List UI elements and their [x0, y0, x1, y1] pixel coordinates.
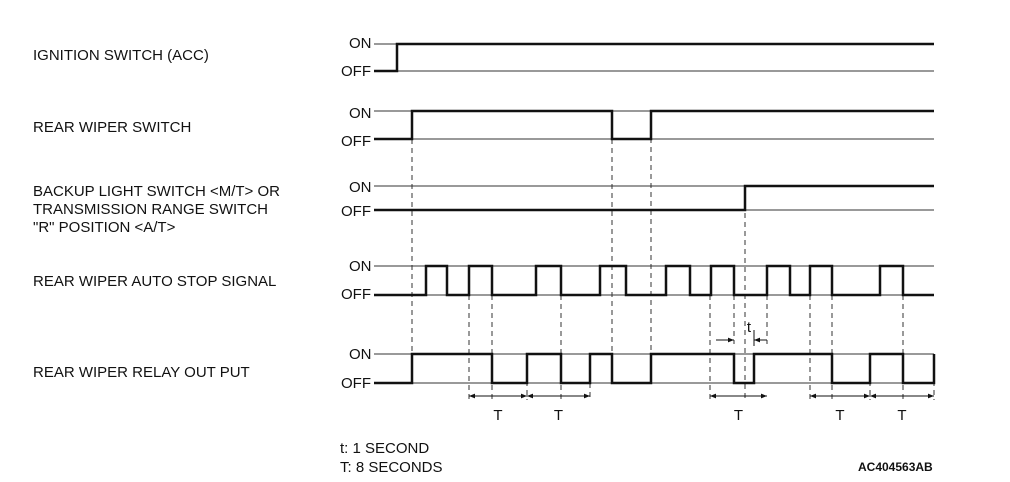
interval-label-T: T: [554, 407, 563, 424]
on-level-label: ON: [349, 179, 372, 196]
interval-label-T: T: [734, 407, 743, 424]
off-level-label: OFF: [341, 286, 371, 303]
on-level-label: ON: [349, 105, 372, 122]
signal-label-rear-wiper-switch: REAR WIPER SWITCH: [33, 119, 192, 136]
signal-waveform-0: [374, 42, 934, 73]
interval-label-t: t: [747, 319, 752, 336]
signal-label-backup-light-switch: BACKUP LIGHT SWITCH <M/T> OR TRANSMISSIO…: [33, 183, 280, 236]
figure-id: AC404563AB: [858, 460, 933, 474]
note-T-definition: T: 8 SECONDS: [340, 459, 443, 476]
interval-label-T: T: [835, 407, 844, 424]
note-t-definition: t: 1 SECOND: [340, 440, 430, 457]
off-level-label: OFF: [341, 375, 371, 392]
signal-label-relay-output: REAR WIPER RELAY OUT PUT: [33, 364, 250, 381]
on-level-label: ON: [349, 346, 372, 363]
signal-waveform-2: [374, 184, 934, 212]
signal-label-ignition-switch: IGNITION SWITCH (ACC): [33, 47, 209, 64]
off-level-label: OFF: [341, 133, 371, 150]
off-level-label: OFF: [341, 203, 371, 220]
on-level-label: ON: [349, 258, 372, 275]
signal-waveform-1: [374, 109, 934, 141]
on-level-label: ON: [349, 35, 372, 52]
signal-waveform-3: [374, 264, 934, 297]
interval-label-T: T: [493, 407, 502, 424]
signal-waveform-4: [374, 352, 936, 385]
interval-label-T: T: [897, 407, 906, 424]
off-level-label: OFF: [341, 63, 371, 80]
signal-label-auto-stop-signal: REAR WIPER AUTO STOP SIGNAL: [33, 273, 277, 290]
